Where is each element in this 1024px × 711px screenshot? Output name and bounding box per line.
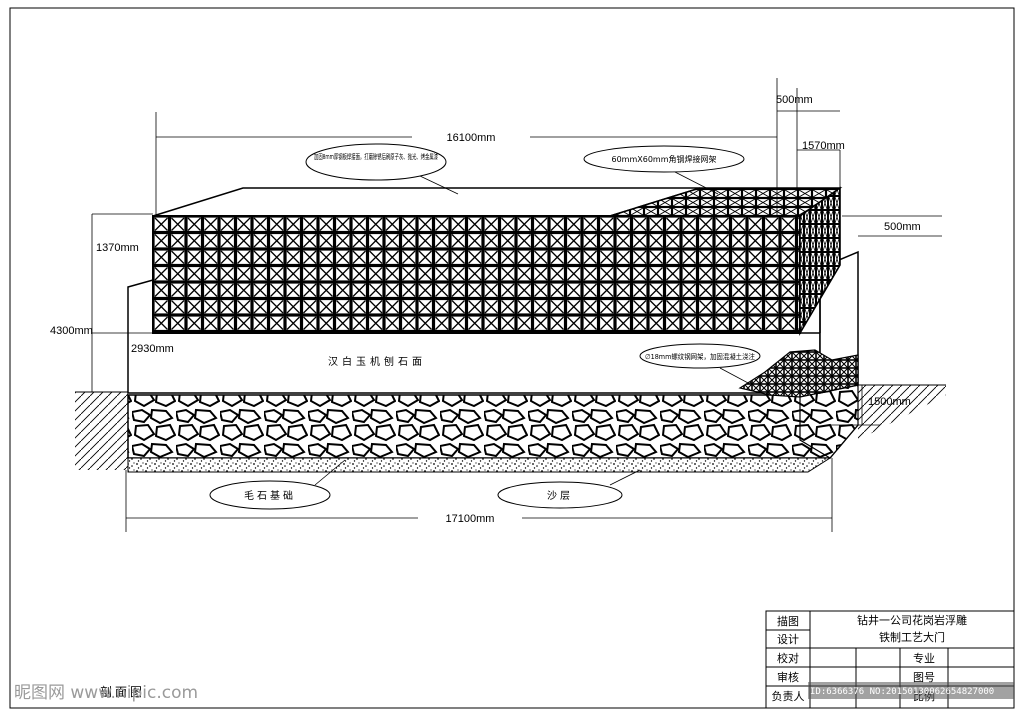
callout-cap-text: 加固8mm厚钢板焊接面，打磨除锈后刷原子灰、抛光、烤金属漆 (314, 152, 438, 161)
callout-rubble (209, 459, 346, 510)
callout-angle-steel (583, 145, 745, 195)
title-line1: 钻井一公司花岗岩浮雕 (857, 613, 967, 627)
stone-face-label: 汉白玉机刨石面 (328, 355, 426, 368)
view-label: 剖面图 (100, 685, 145, 699)
callout-rebar-text: ∅18mm螺纹钢网架，加固混凝土浇注 (645, 352, 755, 361)
dim-right-step-label: 500mm (884, 221, 921, 233)
callout-cap-text-line: 加固8mm厚钢板焊接面，打磨除锈后刷原子灰、抛光、烤金属漆 (314, 152, 438, 161)
watermark-logo: 昵图网 www.nipic.com (14, 683, 198, 703)
dim-right-offset-label: 500mm (776, 94, 813, 106)
rubble-foundation (127, 394, 859, 459)
tb-specialty: 专业 (913, 651, 935, 665)
callout-cap (305, 143, 459, 195)
dim-foundation-label: 1500mm (868, 396, 911, 408)
tb-row-check: 校对 (777, 651, 799, 665)
dim-left-heights (91, 213, 153, 393)
dim-bottom-length-label: 17100mm (446, 513, 495, 525)
watermark-id: ID:6366376 NO:20150130062654827000 (810, 687, 994, 697)
callout-rubble-text: 毛石基础 (244, 489, 296, 502)
tb-row-review: 审核 (777, 670, 799, 684)
callout-sand (497, 469, 641, 509)
dim-total-height-label: 4300mm (50, 325, 93, 337)
front-mesh (152, 215, 801, 334)
ground-hatch (75, 384, 946, 470)
dim-bottom-length (125, 458, 833, 532)
dim-mesh-height-label: 1370mm (96, 242, 139, 254)
rebar-cage (738, 349, 859, 398)
title-line2: 铁制工艺大门 (879, 630, 945, 644)
drawing-frame (9, 7, 1015, 709)
tb-row-draw: 描图 (777, 614, 799, 628)
dim-right-offset (777, 88, 841, 190)
steel-cap (152, 187, 701, 217)
watermark-strip (808, 682, 1014, 699)
dim-wall-height-label: 2930mm (131, 343, 174, 355)
callout-angle-steel-text: 60mmX60mm角钢焊接网架 (611, 154, 716, 164)
dim-top-length-label: 16100mm (447, 132, 496, 144)
side-mesh (799, 186, 841, 336)
dim-right-width-label: 1570mm (802, 140, 845, 152)
tb-row-design: 设计 (777, 633, 799, 646)
tb-drawing-no: 图号 (913, 671, 935, 684)
callout-rebar (639, 343, 761, 385)
callout-sand-text: 沙层 (547, 490, 573, 502)
dim-foundation (830, 384, 880, 426)
dim-right-step (842, 215, 942, 237)
tb-row-lead: 负责人 (772, 689, 805, 703)
sand-layer (127, 457, 832, 473)
dim-top-length (155, 78, 778, 216)
